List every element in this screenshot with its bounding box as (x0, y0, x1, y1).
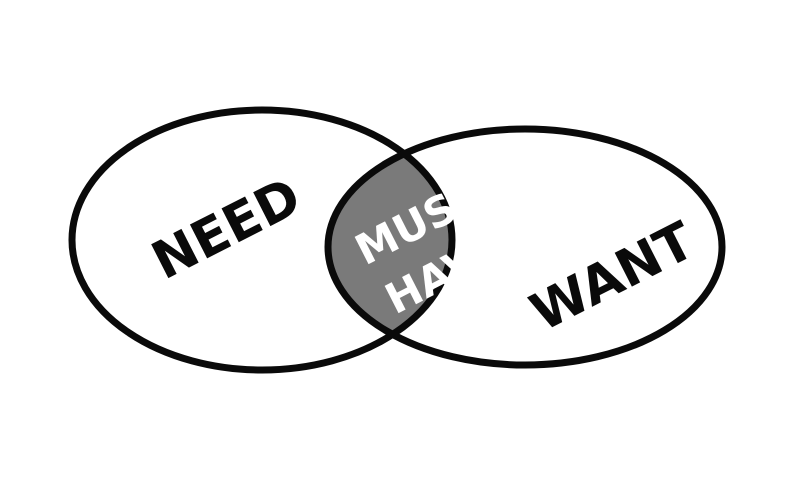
want-set-outline (324, 125, 726, 369)
need-set-outline (68, 106, 456, 374)
